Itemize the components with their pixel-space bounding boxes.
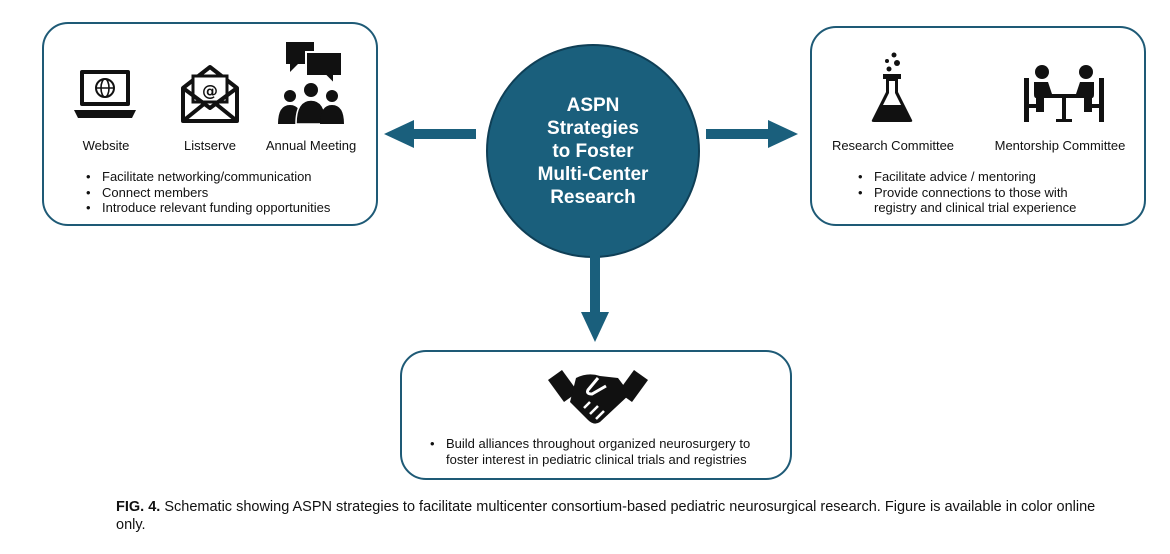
handshake-icon	[548, 370, 648, 424]
listserve-label: Listserve	[183, 138, 237, 153]
right-bullets: Facilitate advice / mentoring Provide co…	[852, 169, 1112, 216]
bullet-item: Connect members	[80, 185, 370, 201]
figure-caption: FIG. 4. Schematic showing ASPN strategie…	[116, 498, 1116, 534]
left-arrow	[384, 120, 476, 148]
bullet-item: Facilitate networking/communication	[80, 169, 370, 185]
right-strategy-box: Research Committee Mentorship Committee …	[810, 26, 1146, 226]
center-strategy-circle: ASPN Strategies to Foster Multi-Center R…	[486, 44, 700, 258]
left-strategy-box: @ Website Listserve Annual Meeting Facil…	[42, 22, 378, 226]
down-arrow	[581, 248, 609, 342]
meeting-group-icon	[278, 42, 344, 125]
annual-meeting-label: Annual Meeting	[265, 138, 357, 153]
flask-icon	[871, 52, 913, 122]
center-title: ASPN Strategies to Foster Multi-Center R…	[537, 94, 649, 208]
bullet-item: Provide connections to those with regist…	[852, 185, 1112, 216]
bottom-bullets: Build alliances throughout organized neu…	[424, 436, 774, 467]
caption-text: Schematic showing ASPN strategies to fac…	[116, 499, 1096, 533]
right-arrow	[706, 120, 798, 148]
laptop-globe-icon	[74, 70, 136, 118]
svg-text:@: @	[202, 81, 218, 100]
people-at-table-icon	[1024, 65, 1104, 122]
mentorship-committee-label: Mentorship Committee	[994, 138, 1126, 153]
email-envelope-icon: @	[181, 65, 239, 123]
bottom-strategy-box: Build alliances throughout organized neu…	[400, 350, 792, 480]
left-bullets: Facilitate networking/communication Conn…	[80, 169, 370, 216]
bullet-item: Facilitate advice / mentoring	[852, 169, 1112, 185]
research-committee-label: Research Committee	[831, 138, 955, 153]
figure-label: FIG. 4.	[116, 499, 161, 515]
bullet-item: Build alliances throughout organized neu…	[424, 436, 774, 467]
website-label: Website	[82, 138, 130, 153]
bullet-item: Introduce relevant funding opportunities	[80, 200, 370, 216]
